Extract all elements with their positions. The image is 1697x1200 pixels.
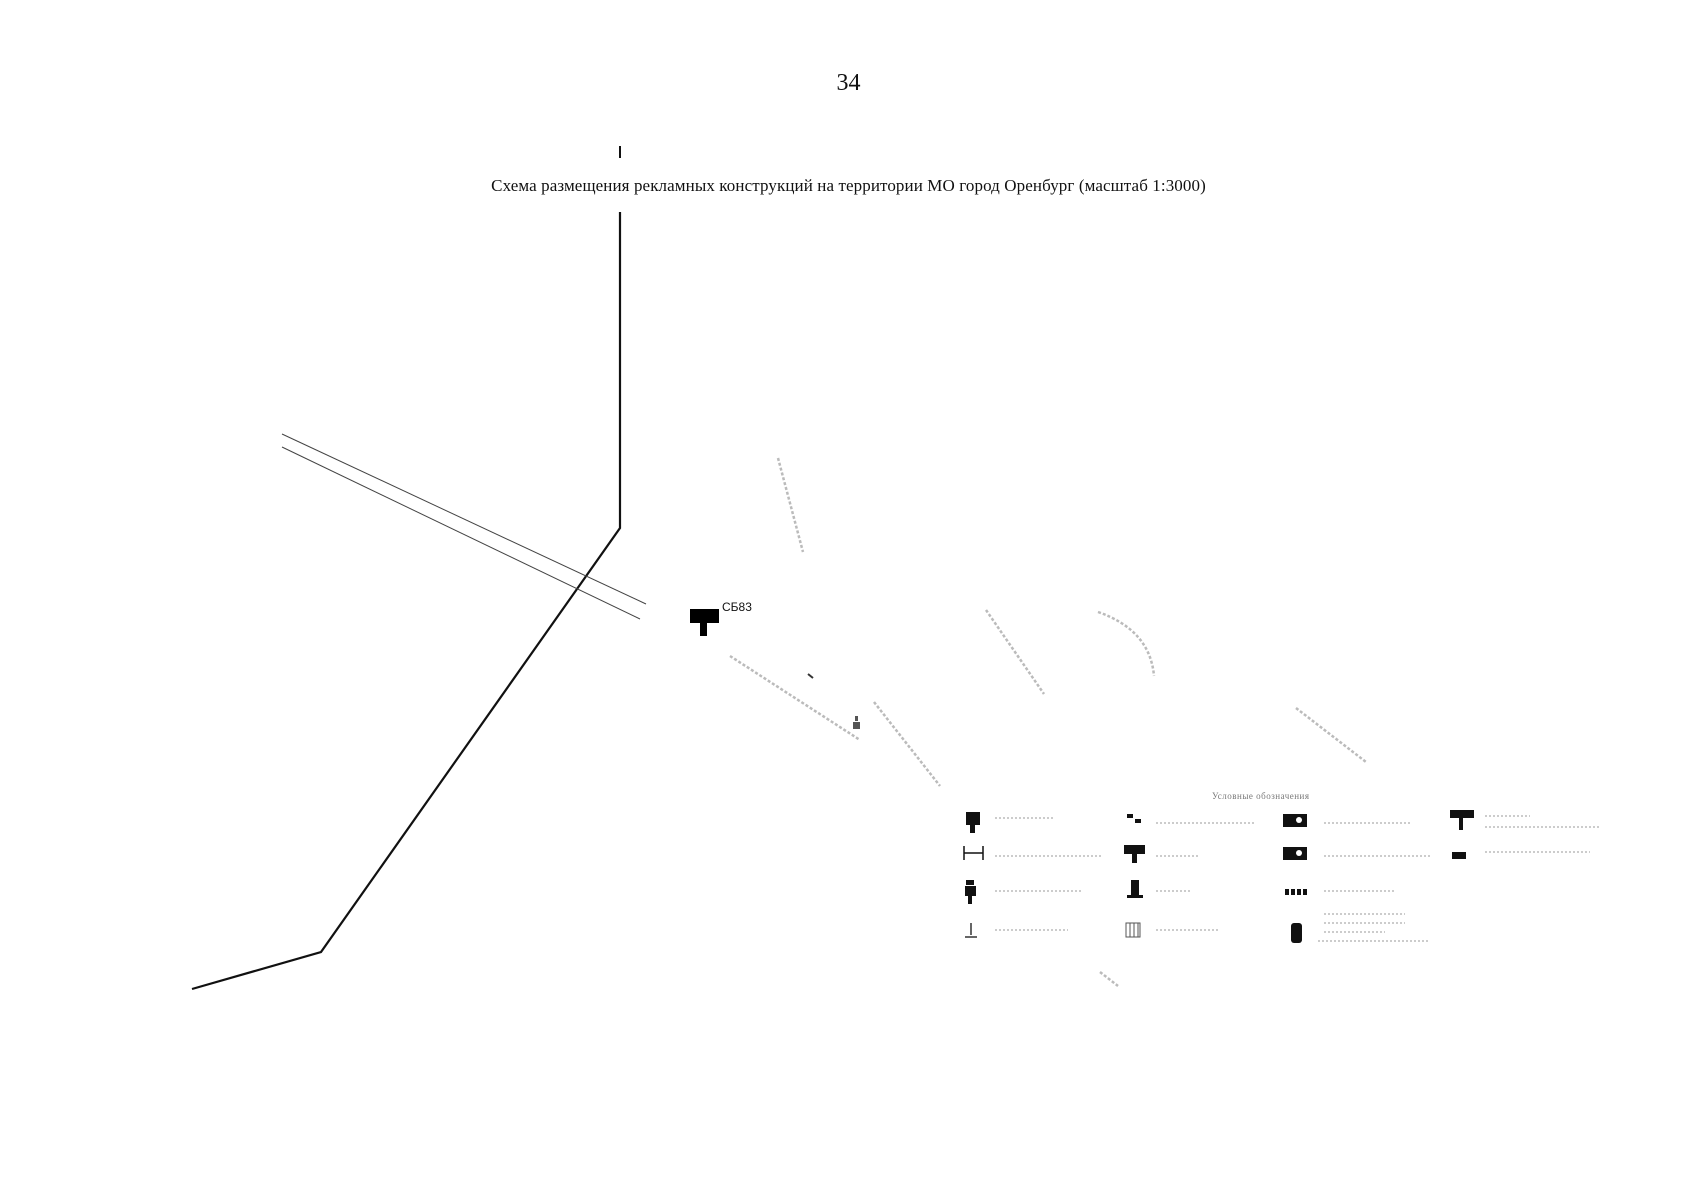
street-labels	[729, 457, 1367, 987]
street-label-mark	[1099, 971, 1119, 987]
street-label-mark	[729, 654, 861, 742]
map-title: Схема размещения рекламных конструкций н…	[491, 176, 1206, 195]
legend-title: Условные обозначения	[1212, 791, 1310, 801]
banner-icon	[1124, 845, 1145, 863]
street-label-mark	[1097, 610, 1156, 677]
roof-installation-icon	[1283, 814, 1307, 827]
poster-stand-icon	[965, 923, 977, 938]
non-standard-construction-icon	[1291, 923, 1302, 943]
flag-composition-icon	[1127, 814, 1141, 823]
pedestrian-icon	[853, 716, 860, 729]
street-tick	[807, 673, 814, 679]
panel-bracket-icon	[965, 880, 976, 904]
territory-boundary	[191, 212, 622, 991]
billboard-icon	[966, 812, 980, 833]
road-line-lower	[281, 446, 641, 620]
pylon-icon	[1127, 880, 1143, 898]
legend-icons	[963, 810, 1474, 943]
info-stand-icon	[963, 846, 984, 860]
legend-captions	[995, 815, 1600, 942]
facade-construction-icon	[1283, 847, 1307, 860]
street-label-mark	[873, 701, 941, 787]
billboard-icon	[690, 609, 719, 636]
transparent-panel-icon	[1452, 852, 1466, 859]
street-label-mark	[984, 609, 1046, 695]
roof-letters-icon	[1285, 889, 1307, 895]
page-number: 34	[836, 70, 861, 96]
scroller-icon	[1125, 922, 1141, 938]
video-screen-icon	[1450, 810, 1474, 830]
street-label-mark	[776, 457, 805, 553]
street-label-mark	[1295, 707, 1367, 763]
site-label: СБ83	[722, 600, 752, 614]
road-line-upper	[281, 433, 647, 605]
